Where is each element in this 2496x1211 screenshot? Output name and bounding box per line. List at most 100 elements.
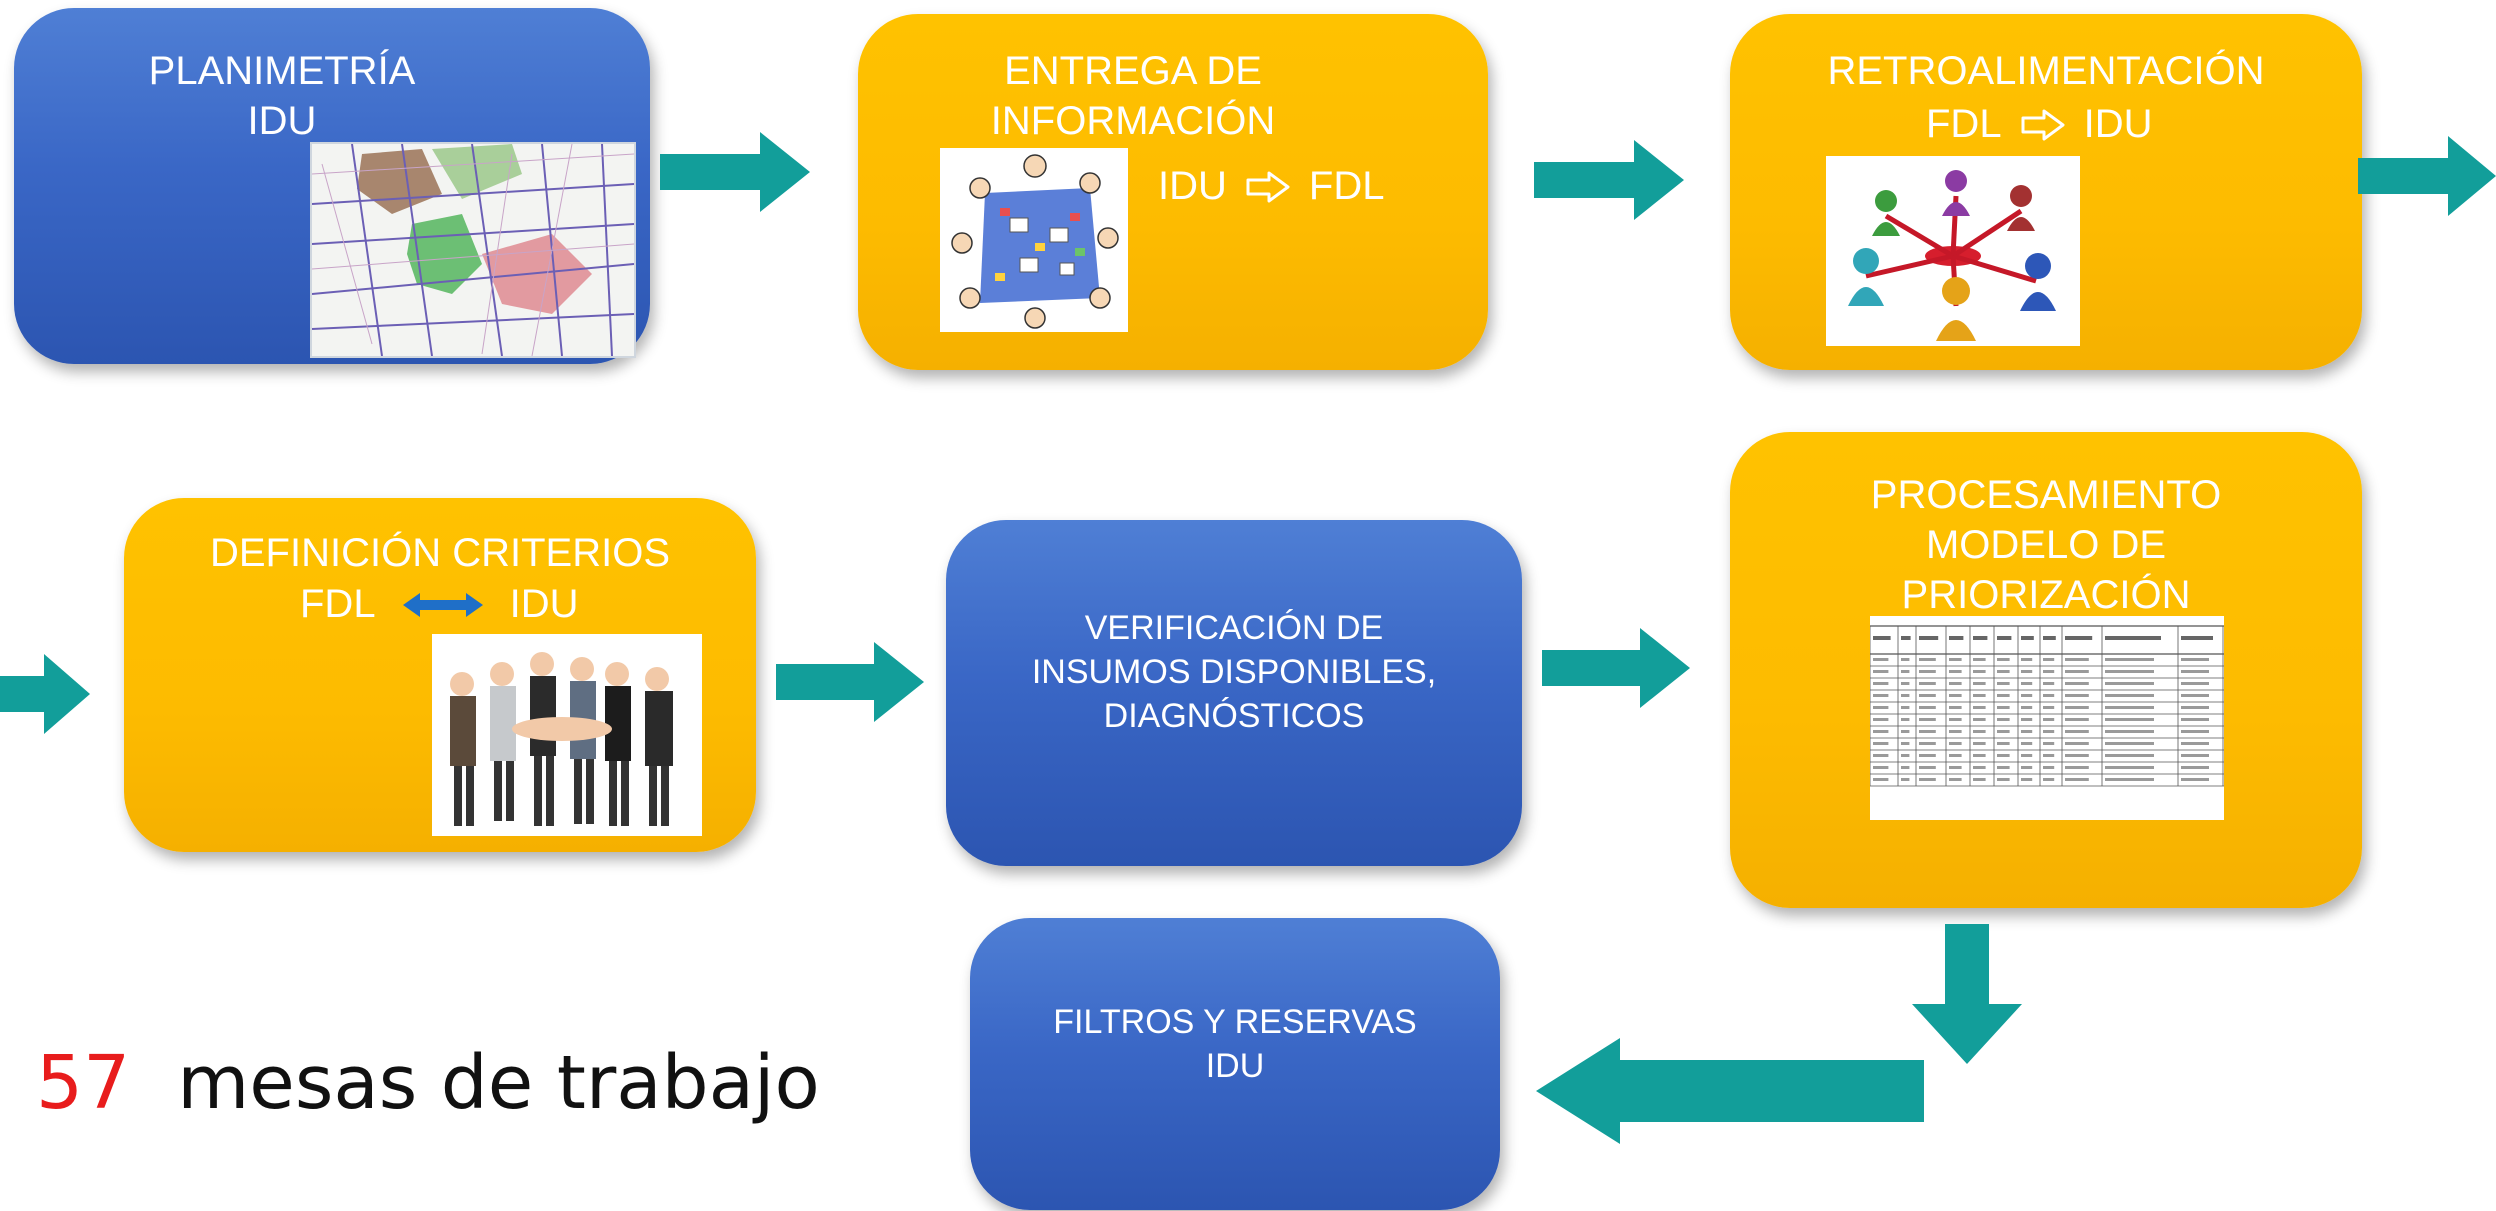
team-hands-image [432,634,702,836]
table-cell-mark [1873,766,1889,769]
table-cell-mark [1997,718,2010,721]
table-cell-mark [2021,682,2033,685]
table-cell-mark [2065,658,2089,661]
table-cell-mark [1973,706,1986,709]
network-drawing [1826,156,2080,346]
table-cell-mark [1997,706,2010,709]
map-drawing [312,144,634,356]
team-drawing [432,634,702,836]
table-cell-mark [2065,730,2089,733]
meeting-drawing [940,148,1128,332]
flow-arrow-1 [660,132,810,212]
table-cell-mark [2043,766,2055,769]
table-cell-mark [2181,670,2209,673]
table-cell-mark [2181,778,2209,781]
table-cell-mark [2065,718,2089,721]
entrega-to: FDL [1308,164,1385,208]
table-cell-mark [1901,694,1910,697]
flow-arrow-3 [2358,136,2496,216]
table-cell-mark [2021,754,2033,757]
table-cell-mark [1873,694,1889,697]
table-header-mark [1873,636,1891,640]
table-cell-mark [2105,730,2154,733]
table-cell-mark [2105,694,2154,697]
table-cell-mark [1873,658,1889,661]
table-cell-mark [2021,766,2033,769]
table-cell-mark [2181,742,2209,745]
box-verificacion: VERIFICACIÓN DE INSUMOS DISPONIBLES, DIA… [946,520,1522,866]
table-header-mark [1949,636,1964,640]
table-cell-mark [1949,718,1962,721]
definicion-flow: FDL IDU [300,582,578,627]
table-cell-mark [1901,778,1910,781]
table-cell-mark [2043,718,2055,721]
table-cell-mark [1949,778,1962,781]
table-cell-mark [1901,742,1910,745]
table-cell-mark [1973,682,1986,685]
table-cell-mark [2021,658,2033,661]
table-cell-mark [2181,682,2209,685]
retro-to: IDU [2083,102,2153,146]
table-cell-mark [1997,658,2010,661]
table-cell-mark [1919,766,1936,769]
table-cell-mark [1973,670,1986,673]
map-image [310,142,636,358]
retro-flow: FDL IDU [1926,102,2152,147]
table-header-mark [1919,636,1939,640]
meeting-illustration [940,148,1128,332]
table-cell-mark [2021,694,2033,697]
table-cell-mark [1901,730,1910,733]
table-cell-mark [1949,682,1962,685]
table-cell-mark [1901,658,1910,661]
table-cell-mark [2105,778,2154,781]
flow-arrow-4 [0,654,90,734]
table-cell-mark [2043,754,2055,757]
table-cell-mark [1997,754,2010,757]
entrega-title-1: ENTREGA DE [1004,49,1262,93]
table-cell-mark [2043,682,2055,685]
table-cell-mark [2105,766,2154,769]
table-cell-mark [1973,718,1986,721]
table-cell-mark [1919,754,1936,757]
table-cell-mark [1973,742,1986,745]
table-cell-mark [2105,706,2154,709]
table-cell-mark [1997,778,2010,781]
table-cell-mark [1949,742,1962,745]
entrega-title-2: INFORMACIÓN [990,99,1276,143]
table-cell-mark [2021,730,2033,733]
table-cell-mark [1949,694,1962,697]
table-cell-mark [1973,754,1986,757]
table-cell-mark [1901,682,1910,685]
table-cell-mark [2105,742,2154,745]
table-header-mark [1997,636,2012,640]
table-cell-mark [1901,718,1910,721]
entrega-from: IDU [1158,164,1227,208]
box-filtros-reservas: FILTROS Y RESERVAS IDU [970,918,1500,1210]
table-cell-mark [1919,742,1936,745]
table-cell-mark [1919,658,1936,661]
table-header-mark [2065,636,2093,640]
table-cell-mark [2105,658,2154,661]
filtros-line-2: IDU [1205,1047,1265,1085]
planimetria-subtitle: IDU [247,99,317,143]
table-cell-mark [2043,778,2055,781]
table-cell-mark [1919,706,1936,709]
definicion-to: IDU [509,582,579,626]
table-header-mark [1973,636,1988,640]
table-cell-mark [1919,694,1936,697]
table-cell-mark [2065,742,2089,745]
footer-number: 57 [36,1040,131,1126]
table-cell-mark [2181,718,2209,721]
box-entrega-informacion: ENTREGA DE INFORMACIÓN IDU FDL [858,14,1488,370]
table-cell-mark [1997,694,2010,697]
table-cell-mark [2043,658,2055,661]
table-cell-mark [2043,670,2055,673]
retro-from: FDL [1926,102,2002,146]
table-cell-mark [1949,670,1962,673]
box-definicion-criterios: DEFINICIÓN CRITERIOS FDL IDU [124,498,756,852]
table-cell-mark [1873,754,1889,757]
table-cell-mark [1901,766,1910,769]
table-cell-mark [2021,670,2033,673]
table-header-mark [1901,636,1911,640]
procesamiento-line-1: PROCESAMIENTO [1870,473,2222,517]
